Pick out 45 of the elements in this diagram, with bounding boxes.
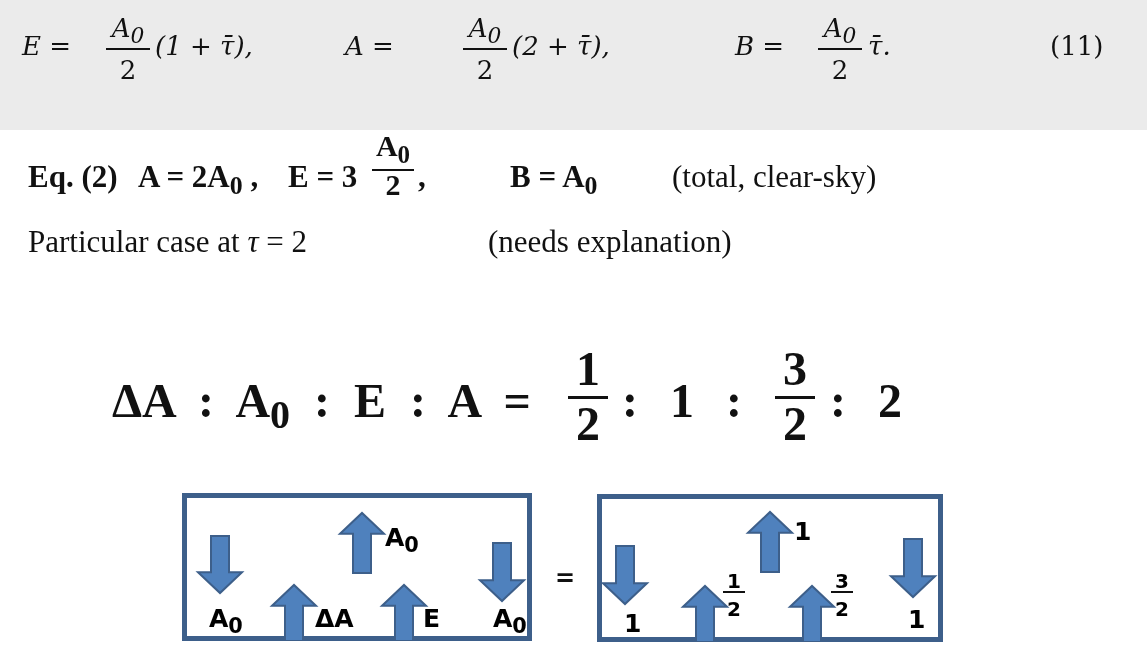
- equation: (1 + τ̄),: [155, 32, 253, 61]
- fraction-denominator: 2: [575, 398, 601, 451]
- fraction-numerator: A$_{0}$: [106, 14, 150, 50]
- ratio-equation: ΔA : A$_{0}$ : E : A =: [112, 375, 531, 437]
- flux-label: A$_{0}$: [385, 525, 419, 556]
- flux-label: ΔA: [315, 606, 354, 631]
- fraction-denominator: 2: [118, 56, 138, 85]
- flux-label: 1: [908, 607, 926, 632]
- fraction-denominator: 2: [830, 56, 850, 85]
- fraction-denominator: 2: [475, 56, 495, 85]
- fraction-numerator: A$_{0}$: [372, 129, 414, 171]
- fraction-denominator: 2: [384, 168, 402, 201]
- note: (needs explanation): [488, 225, 732, 260]
- equation-number: (11): [1050, 32, 1104, 61]
- equation: τ̄.: [868, 32, 891, 61]
- equation: A =: [345, 32, 394, 61]
- flux-label: 2: [726, 599, 742, 619]
- equation: E =: [22, 32, 72, 61]
- equation-label: Eq. (2): [28, 160, 118, 195]
- flux-label: E: [423, 606, 441, 631]
- fraction-numerator: 1: [723, 571, 745, 593]
- flux-diagram-frame: [597, 494, 943, 642]
- flux-label: A$_{0}$: [493, 606, 527, 637]
- ratio-equation: : 2: [830, 375, 902, 428]
- fraction-numerator: 1: [568, 343, 608, 399]
- flux-label: 1: [624, 611, 642, 636]
- flux-label: A$_{0}$: [209, 606, 243, 637]
- flux-label: 1: [794, 519, 812, 544]
- equation: E = 3: [288, 160, 358, 195]
- note: (total, clear-sky): [672, 160, 877, 195]
- equation: (2 + τ̄),: [512, 32, 610, 61]
- fraction-numerator: A$_{0}$: [818, 14, 862, 50]
- fraction-denominator: 2: [782, 398, 808, 451]
- fraction-numerator: A$_{0}$: [463, 14, 507, 50]
- equals-sign: =: [555, 565, 576, 592]
- fraction-numerator: 3: [831, 571, 853, 593]
- ratio-equation: : 1 :: [622, 375, 742, 428]
- punctuation: ,: [418, 160, 426, 195]
- equation: A = 2A$_{0}$ ,: [138, 160, 259, 201]
- equation: B = A$_{0}$: [510, 160, 598, 201]
- flux-diagram-frame: [182, 493, 532, 641]
- equation: B =: [735, 32, 785, 61]
- note: Particular case at τ = 2: [28, 225, 308, 260]
- fraction-numerator: 3: [775, 343, 815, 399]
- flux-label: 2: [834, 599, 850, 619]
